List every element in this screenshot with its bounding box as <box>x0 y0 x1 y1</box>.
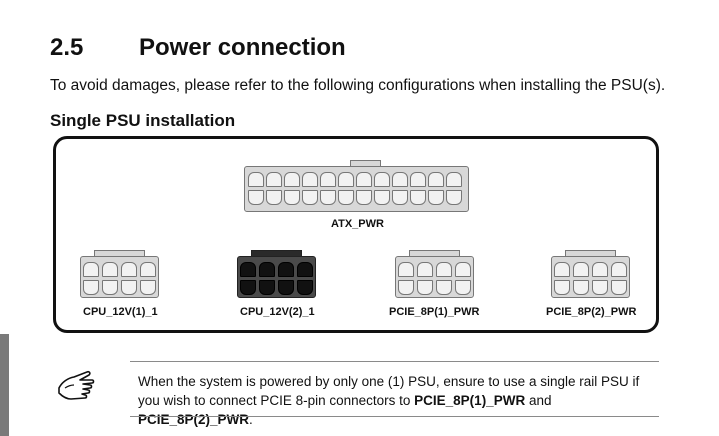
connector-pin <box>398 262 414 277</box>
connector-label-cpu-12v-2: CPU_12V(2)_1 <box>240 306 315 318</box>
connector-pin <box>428 172 444 187</box>
connector-pin <box>140 262 156 277</box>
connector-pin <box>284 172 300 187</box>
connector-pin <box>410 172 426 187</box>
note-bottom-rule <box>130 416 659 417</box>
note-text-part: When the system is powered by only one (… <box>138 374 640 408</box>
connector-pin <box>410 190 426 205</box>
connector-pin <box>446 190 462 205</box>
connector-latch <box>565 250 616 256</box>
connector-pin <box>284 190 300 205</box>
section-number: 2.5 <box>50 34 84 61</box>
connector-pin <box>374 190 390 205</box>
connector-pin <box>398 280 414 295</box>
connector-label-pcie-8p-2: PCIE_8P(2)_PWR <box>546 306 637 318</box>
connector-pin <box>83 262 99 277</box>
connector-pin <box>338 172 354 187</box>
connector-pin <box>428 190 444 205</box>
connector-label-pcie-8p-1: PCIE_8P(1)_PWR <box>389 306 480 318</box>
connector-latch <box>350 160 381 166</box>
note-text: When the system is powered by only one (… <box>138 372 658 429</box>
connector-pin <box>554 280 570 295</box>
cpu-12v-2-connector <box>237 250 316 298</box>
connector-pin <box>573 280 589 295</box>
connector-pin <box>102 262 118 277</box>
atx-pwr-connector <box>244 160 469 212</box>
connector-pin <box>338 190 354 205</box>
connector-pin <box>573 262 589 277</box>
intro-text: To avoid damages, please refer to the fo… <box>50 77 666 94</box>
hand-pointing-icon <box>58 370 95 400</box>
connector-pin <box>592 280 608 295</box>
note-bold-pcie-1: PCIE_8P(1)_PWR <box>414 393 526 408</box>
connector-pin <box>83 280 99 295</box>
connector-pin <box>121 280 137 295</box>
connector-pin <box>392 172 408 187</box>
connector-pin <box>417 262 433 277</box>
connector-pin <box>611 280 627 295</box>
connector-pin <box>356 190 372 205</box>
connector-pin <box>554 262 570 277</box>
connector-pin <box>302 190 318 205</box>
connector-pin <box>102 280 118 295</box>
connector-pin <box>240 262 256 277</box>
connector-pin <box>140 280 156 295</box>
connector-pin <box>121 262 137 277</box>
connector-pin <box>297 262 313 277</box>
connector-pin <box>278 262 294 277</box>
note-top-rule <box>130 361 659 362</box>
connector-pin <box>320 190 336 205</box>
pcie-8p-2-connector <box>551 250 630 298</box>
subsection-title: Single PSU installation <box>50 111 236 130</box>
connector-pin <box>259 262 275 277</box>
connector-pin <box>278 280 294 295</box>
connector-pin <box>248 190 264 205</box>
connector-label-cpu-12v-1: CPU_12V(1)_1 <box>83 306 158 318</box>
cpu-12v-1-connector <box>80 250 159 298</box>
connector-pin <box>455 262 471 277</box>
connector-pin <box>297 280 313 295</box>
connector-pin <box>266 190 282 205</box>
section-title: Power connection <box>139 34 346 61</box>
connector-label-atx-pwr: ATX_PWR <box>331 218 384 230</box>
connector-latch <box>251 250 302 256</box>
page-edge-bar <box>0 334 9 436</box>
psu-diagram: ATX_PWR CPU_12V(1)_1 CPU_12V(2)_1 PCIE_8… <box>53 136 659 333</box>
connector-pin <box>266 172 282 187</box>
connector-pin <box>320 172 336 187</box>
connector-pin <box>446 172 462 187</box>
note-text-part: . <box>249 412 253 427</box>
connector-pin <box>611 262 627 277</box>
connector-pin <box>259 280 275 295</box>
connector-pin <box>392 190 408 205</box>
connector-latch <box>409 250 460 256</box>
connector-pin <box>248 172 264 187</box>
connector-pin <box>374 172 390 187</box>
connector-pin <box>436 280 452 295</box>
pcie-8p-1-connector <box>395 250 474 298</box>
connector-latch <box>94 250 145 256</box>
connector-pin <box>592 262 608 277</box>
note-text-part: and <box>525 393 552 408</box>
connector-pin <box>455 280 471 295</box>
connector-pin <box>436 262 452 277</box>
connector-pin <box>356 172 372 187</box>
connector-pin <box>302 172 318 187</box>
connector-pin <box>417 280 433 295</box>
connector-pin <box>240 280 256 295</box>
note-bold-pcie-2: PCIE_8P(2)_PWR <box>138 412 250 427</box>
